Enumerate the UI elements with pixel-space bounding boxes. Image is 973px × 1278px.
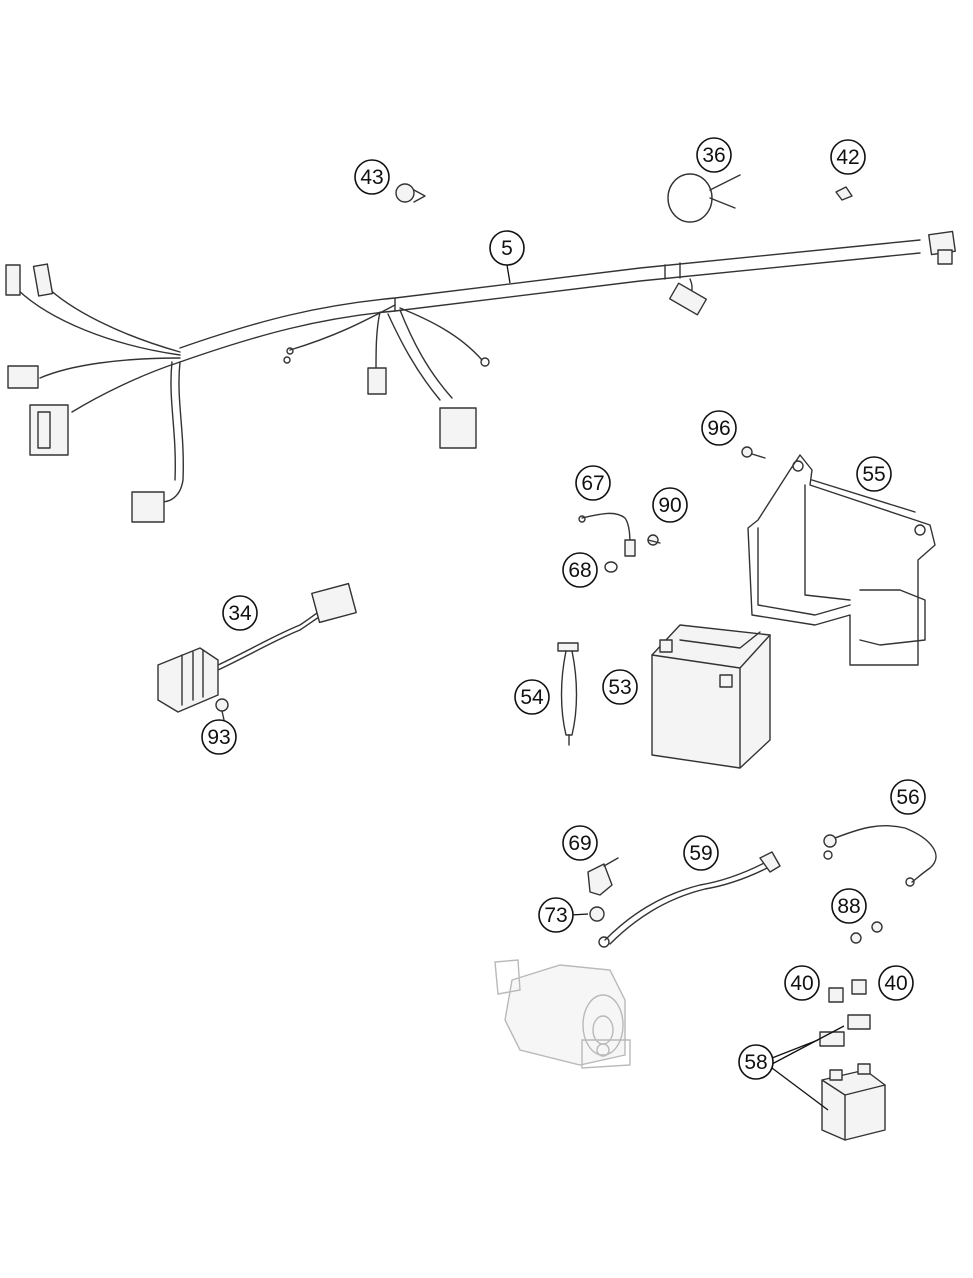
starter-cable-59 (598, 851, 781, 948)
callout-circle (562, 552, 598, 588)
callout-number: 55 (862, 463, 885, 486)
callout-circle (201, 719, 237, 755)
callout-circle (652, 487, 688, 523)
callout-number: 69 (568, 832, 591, 855)
screw-93 (215, 698, 229, 721)
callout-bubbles: 5 43 36 42 96 55 67 90 68 34 93 54 53 56 69 59 73 88 40 40 5… (201, 137, 926, 1080)
callout-34: 34 (222, 595, 258, 631)
callout-number: 67 (581, 472, 604, 495)
callout-58: 58 (738, 1044, 774, 1080)
callout-56: 56 (890, 779, 926, 815)
callout-96: 96 (701, 410, 737, 446)
callout-68: 68 (562, 552, 598, 588)
callout-circle (602, 669, 638, 705)
callout-42: 42 (830, 139, 866, 175)
callout-90: 90 (652, 487, 688, 523)
callout-circle (738, 1044, 774, 1080)
voltage-regulator-34 (157, 582, 357, 713)
washer-68 (604, 561, 618, 573)
callout-number: 56 (896, 786, 919, 809)
screw-90 (647, 534, 661, 546)
callout-40a: 40 (784, 965, 820, 1001)
callout-number: 73 (544, 904, 567, 927)
terminal-cap-69 (587, 857, 619, 896)
callout-number: 36 (702, 144, 725, 167)
callout-73: 73 (538, 897, 574, 933)
callout-5: 5 (489, 230, 525, 266)
fuse-40-left (828, 987, 844, 1003)
battery-holder-55 (747, 454, 936, 666)
callout-55: 55 (856, 456, 892, 492)
callout-circle (222, 595, 258, 631)
callout-67: 67 (575, 465, 611, 501)
callout-93: 93 (201, 719, 237, 755)
callout-number: 58 (744, 1051, 767, 1074)
clip-42 (835, 186, 853, 201)
starter-relay-58 (819, 1014, 886, 1141)
callout-circle (878, 965, 914, 1001)
ground-cable-56 (823, 825, 937, 887)
callout-number: 96 (707, 417, 730, 440)
nut-73 (589, 906, 605, 922)
main-wiring-harness (5, 230, 956, 523)
callout-circle (856, 456, 892, 492)
cable-tie-36 (667, 173, 741, 223)
screws-88 (850, 921, 883, 944)
callout-circle (683, 835, 719, 871)
callout-number: 54 (520, 686, 544, 709)
callout-43: 43 (354, 159, 390, 195)
callout-40b: 40 (878, 965, 914, 1001)
fuse-40-right (851, 979, 867, 995)
callout-number: 90 (658, 494, 681, 517)
leader-lines (506, 264, 845, 1111)
callout-circle (354, 159, 390, 195)
callout-53: 53 (602, 669, 638, 705)
vent-hose-54 (557, 642, 579, 746)
callout-circle (562, 825, 598, 861)
callout-88: 88 (831, 888, 867, 924)
callout-69: 69 (562, 825, 598, 861)
callout-circle (696, 137, 732, 173)
callout-number: 34 (228, 602, 252, 625)
battery-53 (651, 624, 771, 769)
callout-circle (575, 465, 611, 501)
callout-59: 59 (683, 835, 719, 871)
callout-number: 93 (207, 726, 230, 749)
callout-number: 68 (568, 559, 591, 582)
callout-number: 5 (501, 237, 513, 260)
callout-number: 43 (360, 166, 383, 189)
callout-circle (890, 779, 926, 815)
callout-number: 42 (836, 146, 859, 169)
callout-36: 36 (696, 137, 732, 173)
callout-circle (784, 965, 820, 1001)
ground-cable-67 (578, 512, 636, 557)
callout-circle (831, 888, 867, 924)
cable-clip-43 (395, 183, 426, 203)
callout-circle (514, 679, 550, 715)
callout-number: 59 (689, 842, 712, 865)
callout-circle (538, 897, 574, 933)
callout-circle (701, 410, 737, 446)
screw-96 (741, 446, 766, 459)
callout-number: 40 (884, 972, 907, 995)
callout-number: 53 (608, 676, 631, 699)
callout-circle (830, 139, 866, 175)
callout-circle (489, 230, 525, 266)
starter-motor (494, 959, 631, 1069)
callout-number: 88 (837, 895, 860, 918)
callout-54: 54 (514, 679, 550, 715)
callout-number: 40 (790, 972, 813, 995)
